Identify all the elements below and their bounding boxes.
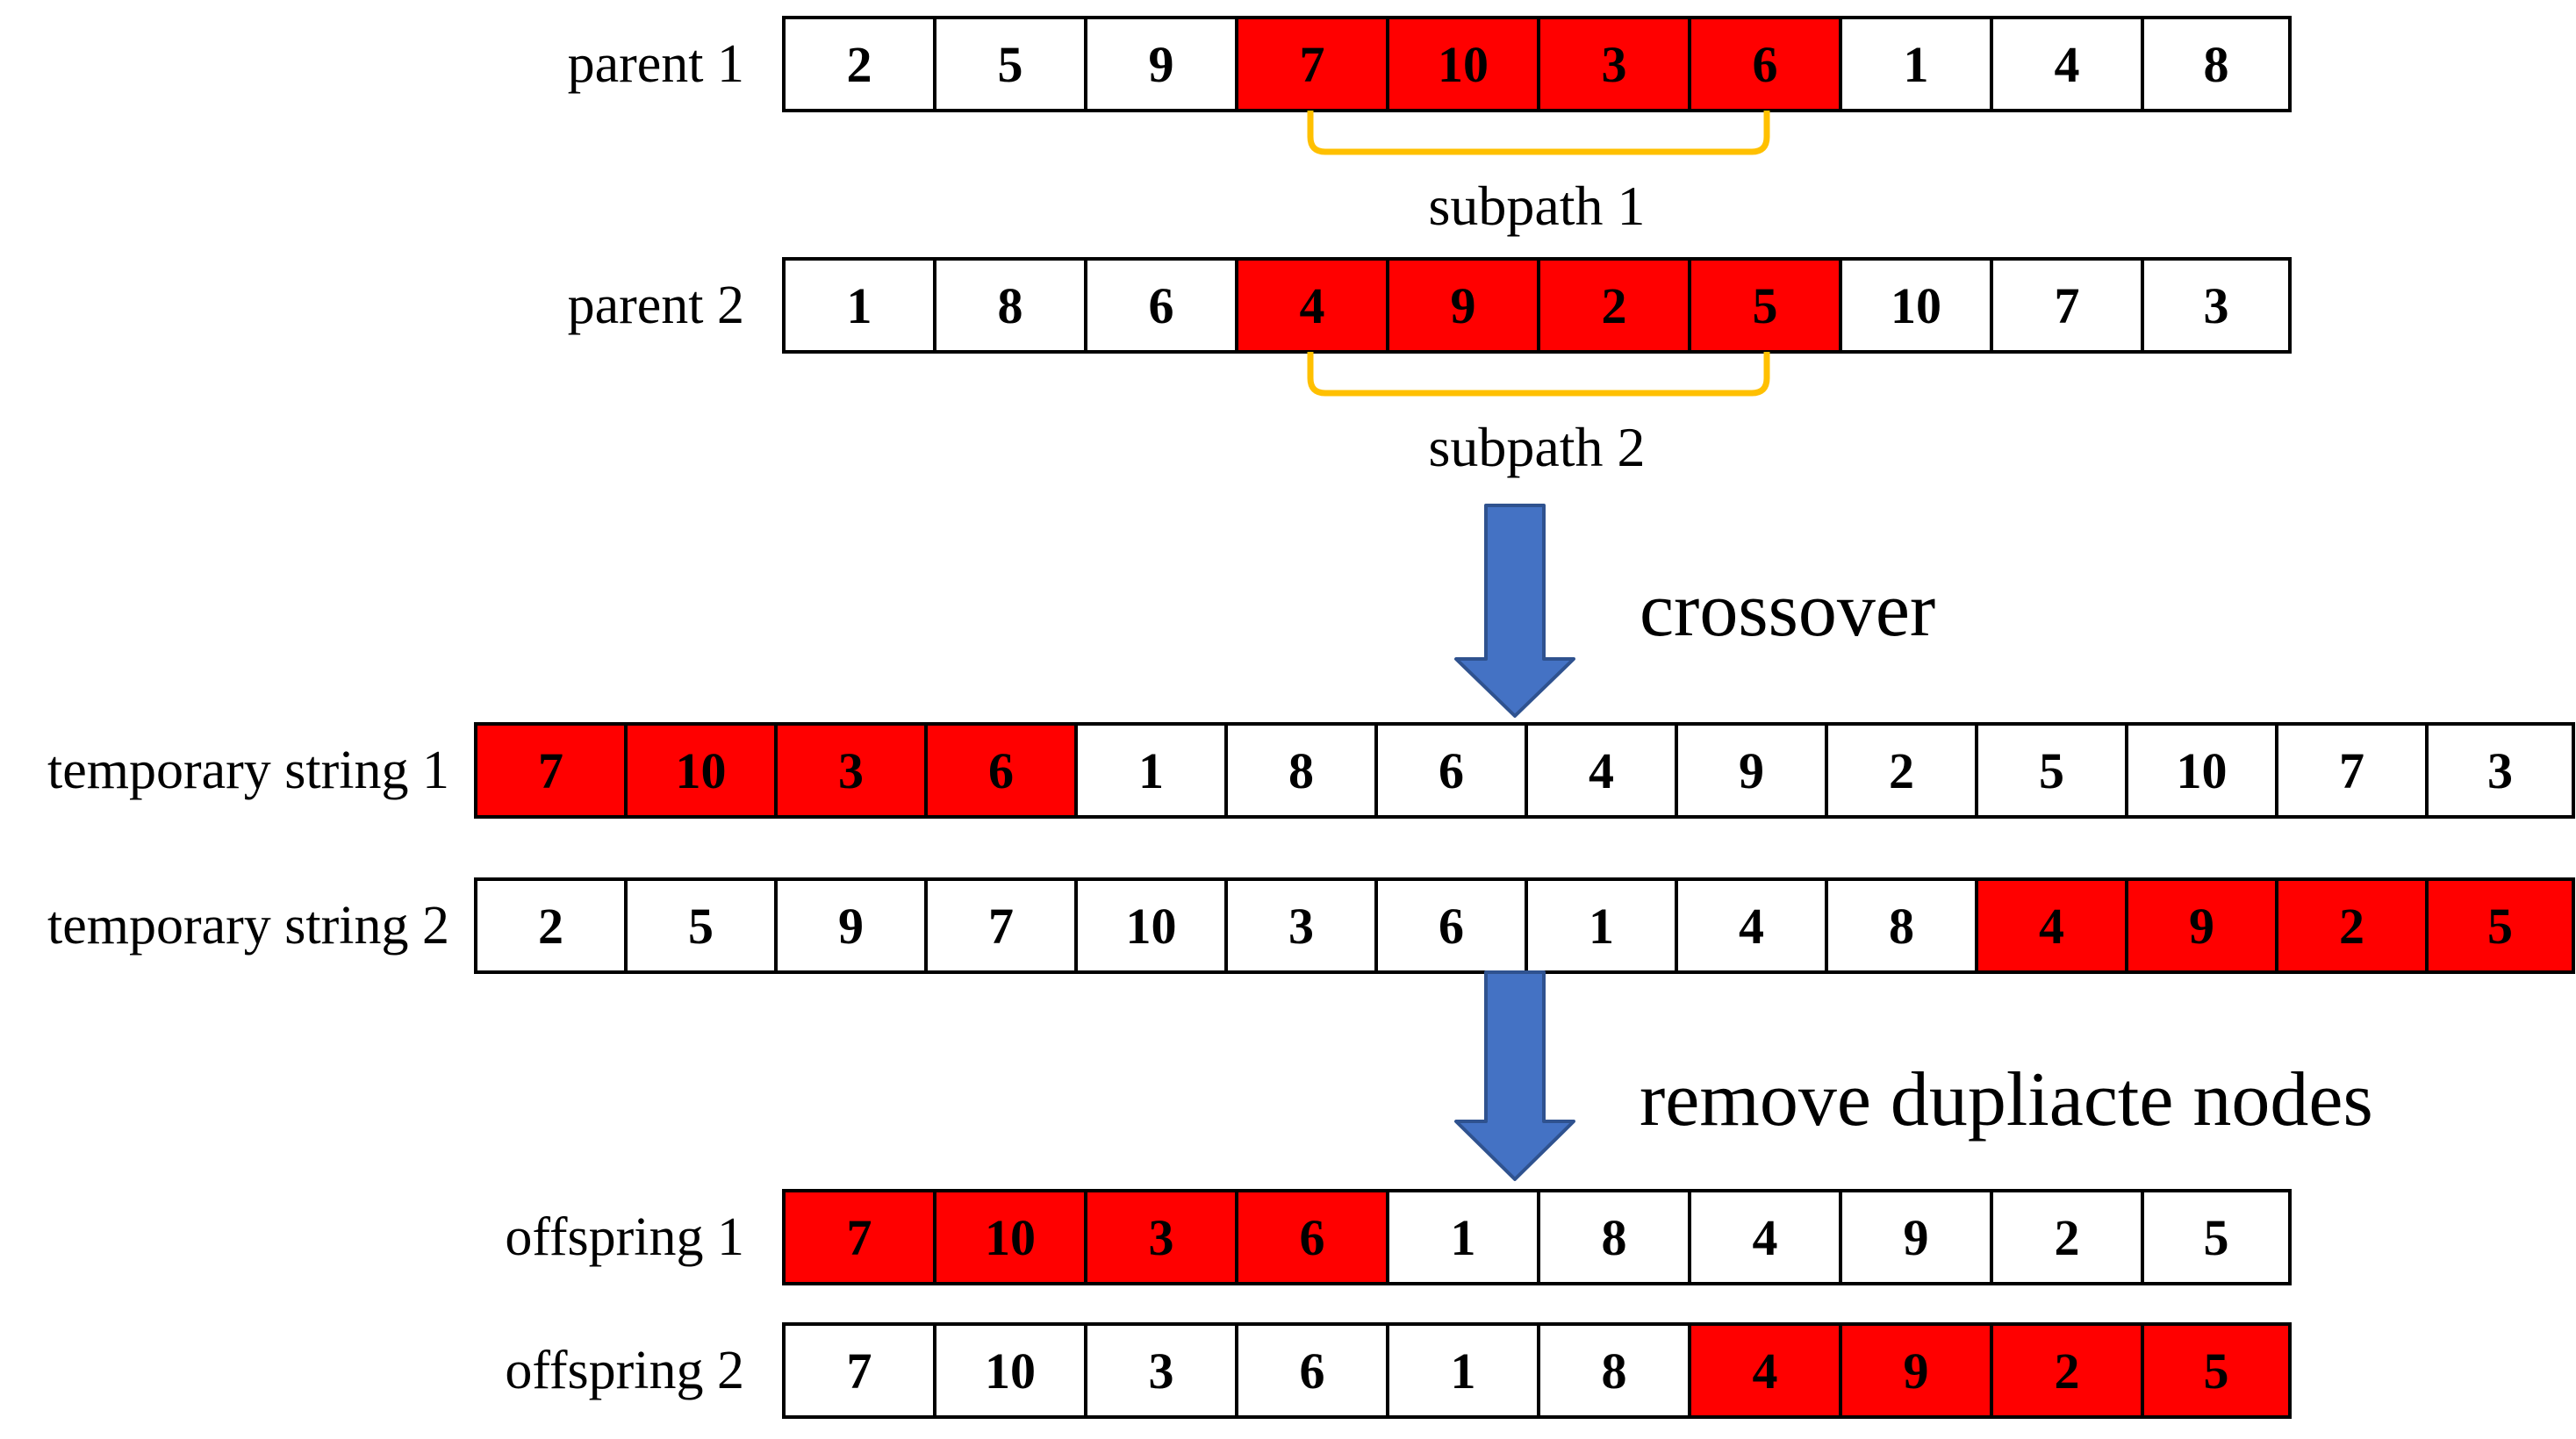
cell-highlighted: 10 (624, 722, 774, 819)
cell: 10 (933, 1322, 1084, 1419)
cell-highlighted: 9 (1386, 257, 1537, 354)
cell-highlighted: 7 (1235, 16, 1386, 112)
cell: 1 (1386, 1189, 1537, 1285)
cell-highlighted: 7 (474, 722, 624, 819)
cell: 7 (782, 1322, 933, 1419)
row-label-offspring-1: offspring 1 (505, 1207, 744, 1267)
cell-highlighted: 5 (2425, 877, 2575, 974)
cell: 7 (924, 877, 1074, 974)
cell: 10 (1074, 877, 1224, 974)
cell: 8 (1537, 1189, 1688, 1285)
cell: 3 (1084, 1322, 1235, 1419)
cell: 5 (624, 877, 774, 974)
cell: 8 (1825, 877, 1975, 974)
row-label-offspring-2: offspring 2 (505, 1341, 744, 1400)
cell: 9 (774, 877, 924, 974)
cell: 7 (2275, 722, 2425, 819)
cell: 3 (2425, 722, 2575, 819)
subpath-1-bracket-icon (1307, 111, 1770, 155)
cell: 3 (1224, 877, 1374, 974)
cell: 8 (1537, 1322, 1688, 1419)
cell: 5 (2141, 1189, 2292, 1285)
cell: 1 (1525, 877, 1675, 974)
row-label-temporary-string-2: temporary string 2 (47, 896, 449, 956)
cell: 5 (933, 16, 1084, 112)
cell: 4 (1990, 16, 2141, 112)
cell: 10 (2125, 722, 2275, 819)
cell-highlighted: 3 (774, 722, 924, 819)
cell-highlighted: 6 (924, 722, 1074, 819)
cell-highlighted: 4 (1975, 877, 2125, 974)
cell: 8 (933, 257, 1084, 354)
cell-highlighted: 6 (1688, 16, 1839, 112)
subpath-2-label: subpath 2 (1428, 416, 1646, 478)
cell: 4 (1688, 1189, 1839, 1285)
subpath-1-label: subpath 1 (1428, 175, 1646, 237)
cell: 1 (1839, 16, 1990, 112)
row-label-parent-1: parent 1 (567, 34, 744, 94)
cell: 7 (1990, 257, 2141, 354)
cell-highlighted: 5 (1688, 257, 1839, 354)
cell: 4 (1675, 877, 1825, 974)
subpath-2-bracket-icon (1307, 352, 1770, 397)
cell: 2 (474, 877, 624, 974)
cell-highlighted: 3 (1084, 1189, 1235, 1285)
cell-highlighted: 3 (1537, 16, 1688, 112)
cell-highlighted: 6 (1235, 1189, 1386, 1285)
cell: 6 (1374, 877, 1525, 974)
cell: 1 (782, 257, 933, 354)
cell-highlighted: 5 (2141, 1322, 2292, 1419)
cell-highlighted: 2 (2275, 877, 2425, 974)
cell: 2 (782, 16, 933, 112)
down-arrow-crossover-icon (1454, 504, 1575, 718)
row-label-temporary-string-1: temporary string 1 (47, 741, 449, 800)
remove-duplicates-caption: remove dupliacte nodes (1640, 1057, 2373, 1142)
cell: 5 (1975, 722, 2125, 819)
cell: 1 (1386, 1322, 1537, 1419)
cell-highlighted: 10 (933, 1189, 1084, 1285)
cell: 9 (1675, 722, 1825, 819)
row-label-parent-2: parent 2 (567, 276, 744, 335)
down-arrow-remove-duplicates-icon (1454, 970, 1575, 1181)
cell-highlighted: 4 (1235, 257, 1386, 354)
cell-highlighted: 2 (1537, 257, 1688, 354)
cell: 10 (1839, 257, 1990, 354)
cell-highlighted: 9 (2125, 877, 2275, 974)
cell-highlighted: 2 (1990, 1322, 2141, 1419)
cell: 2 (1825, 722, 1975, 819)
cell: 4 (1525, 722, 1675, 819)
cell: 3 (2141, 257, 2292, 354)
cell: 8 (1224, 722, 1374, 819)
cell: 6 (1374, 722, 1525, 819)
cell: 8 (2141, 16, 2292, 112)
cell-highlighted: 7 (782, 1189, 933, 1285)
cell: 9 (1839, 1189, 1990, 1285)
cell-highlighted: 9 (1839, 1322, 1990, 1419)
cell-highlighted: 4 (1688, 1322, 1839, 1419)
cell: 1 (1074, 722, 1224, 819)
cell: 2 (1990, 1189, 2141, 1285)
crossover-caption: crossover (1640, 568, 1936, 653)
cell: 6 (1235, 1322, 1386, 1419)
cell: 9 (1084, 16, 1235, 112)
cell-highlighted: 10 (1386, 16, 1537, 112)
cell: 6 (1084, 257, 1235, 354)
